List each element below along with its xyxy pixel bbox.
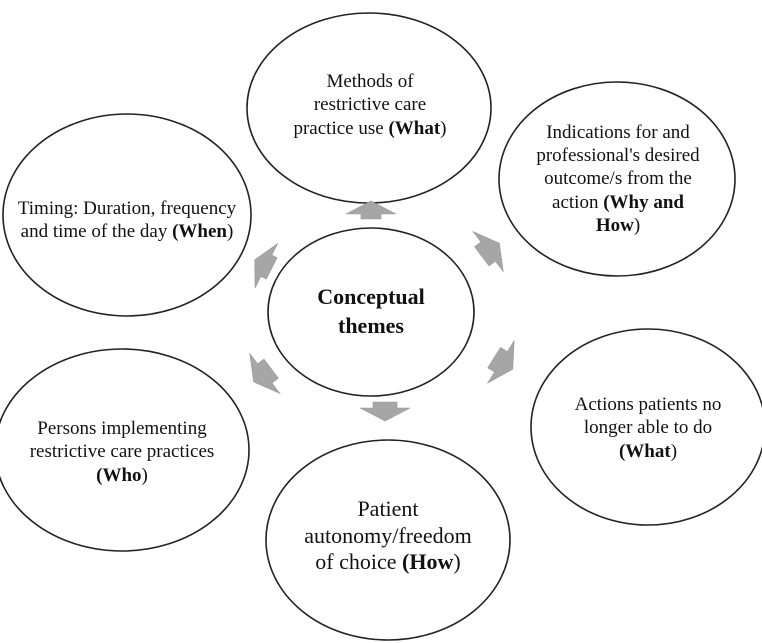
theme-label-what-methods: Methods of restrictive care practice use…: [293, 71, 447, 139]
arrow-to-when-timing: [254, 243, 278, 289]
arrow-to-how-autonomy: [359, 401, 411, 422]
arrow-to-what-methods: [345, 200, 397, 220]
center-label-line1: Conceptual: [317, 284, 425, 310]
theme-ellipse-how-autonomy: [265, 439, 511, 641]
theme-label-why-how: Indications for and professional's desir…: [536, 122, 700, 236]
theme-ellipse-why-how: [498, 81, 736, 277]
theme-label-what-actions: Actions patients no longer able to do (W…: [574, 394, 722, 462]
theme-ellipse-when-timing: [2, 113, 252, 317]
arrow-to-why-how: [472, 230, 504, 273]
arrow-to-who-persons: [249, 352, 281, 395]
center-ellipse: [267, 227, 475, 397]
theme-ellipse-what-actions: [530, 328, 762, 526]
arrow-to-what-actions: [486, 339, 515, 384]
center-label: Conceptual themes: [291, 276, 451, 348]
theme-label-who-persons: Persons implementing restrictive care pr…: [29, 418, 215, 486]
theme-ellipse-who-persons: [0, 348, 250, 552]
theme-label-how-autonomy: Patient autonomy/freedom of choice (How): [304, 495, 472, 575]
center-label-line2: themes: [338, 313, 404, 338]
theme-label-when-timing: Timing: Duration, frequency and time of …: [17, 197, 237, 242]
